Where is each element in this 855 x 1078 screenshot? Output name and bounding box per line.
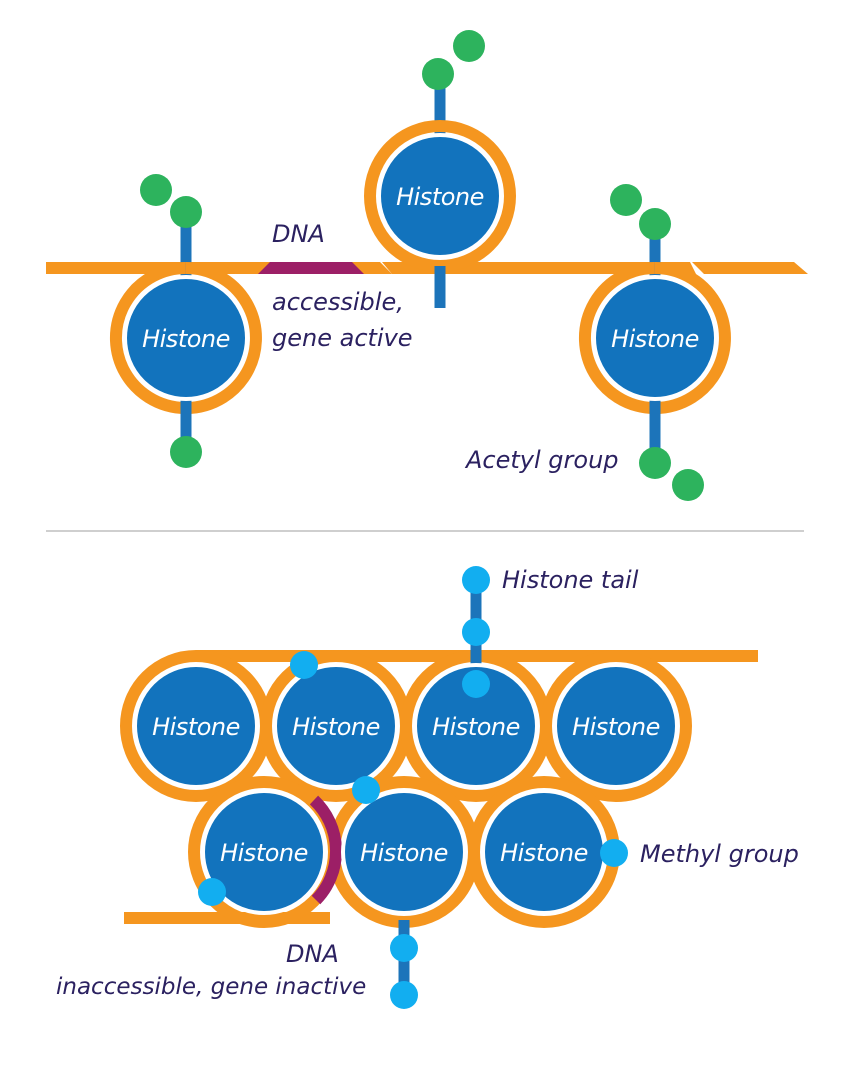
histone-label: Histone bbox=[360, 839, 448, 867]
histone-core bbox=[133, 663, 259, 789]
methyl-group bbox=[352, 776, 380, 804]
histone-tail-label: Histone tail bbox=[502, 566, 639, 594]
nucleosome-left: Histone bbox=[109, 174, 262, 468]
histone-label: Histone bbox=[611, 325, 699, 353]
acetyl-group bbox=[639, 447, 671, 479]
methyl-group bbox=[462, 566, 490, 594]
dna-wrap bbox=[540, 650, 692, 802]
dna-label-bottom: DNA bbox=[286, 940, 339, 968]
gene-active-label: gene active bbox=[272, 324, 413, 352]
histone-label: Histone bbox=[152, 713, 240, 741]
histone-core bbox=[123, 275, 249, 401]
histone-label: Histone bbox=[220, 839, 308, 867]
methyl-group bbox=[390, 934, 418, 962]
histone-core bbox=[341, 789, 467, 915]
histone-core bbox=[592, 275, 718, 401]
inaccessible-label: inaccessible, gene inactive bbox=[56, 974, 366, 1000]
histone-core bbox=[201, 789, 327, 915]
nucleosome-right: Histone bbox=[578, 184, 731, 501]
acetyl-group bbox=[610, 184, 642, 216]
histone-core bbox=[377, 133, 503, 259]
methyl-group-label: Methyl group bbox=[640, 840, 799, 868]
histone-core bbox=[273, 663, 399, 789]
dna-label-top: DNA bbox=[272, 220, 325, 248]
acetyl-group bbox=[453, 30, 485, 62]
dna-inaccessible-region bbox=[309, 795, 343, 905]
nucleosome-raised: Histone bbox=[364, 30, 516, 308]
histone-label: Histone bbox=[572, 713, 660, 741]
histone-label: Histone bbox=[432, 713, 520, 741]
methyl-group bbox=[198, 878, 226, 906]
methyl-group bbox=[390, 981, 418, 1009]
histone-label: Histone bbox=[500, 839, 588, 867]
methyl-group bbox=[462, 670, 490, 698]
open-chromatin-panel: Histone Histone Histone DNA accessible, bbox=[46, 30, 808, 501]
acetyl-group bbox=[170, 436, 202, 468]
methyl-group bbox=[600, 839, 628, 867]
acetyl-group bbox=[422, 58, 454, 90]
condensed-chromatin-panel: Histone Histone Histone Histone Histone … bbox=[56, 566, 799, 1009]
accessible-label: accessible, bbox=[272, 288, 404, 316]
acetyl-group bbox=[639, 208, 671, 240]
histone-label: Histone bbox=[292, 713, 380, 741]
histone-core bbox=[553, 663, 679, 789]
acetyl-group bbox=[672, 469, 704, 501]
acetyl-group bbox=[170, 196, 202, 228]
methyl-group bbox=[290, 651, 318, 679]
histone-label: Histone bbox=[396, 183, 484, 211]
dna-accessible-region bbox=[258, 262, 364, 274]
dna-strand-far-right bbox=[692, 262, 808, 274]
histone-label: Histone bbox=[142, 325, 230, 353]
acetyl-group-label: Acetyl group bbox=[464, 446, 619, 474]
histone-core bbox=[413, 663, 539, 789]
acetyl-group bbox=[140, 174, 172, 206]
methyl-group bbox=[462, 618, 490, 646]
